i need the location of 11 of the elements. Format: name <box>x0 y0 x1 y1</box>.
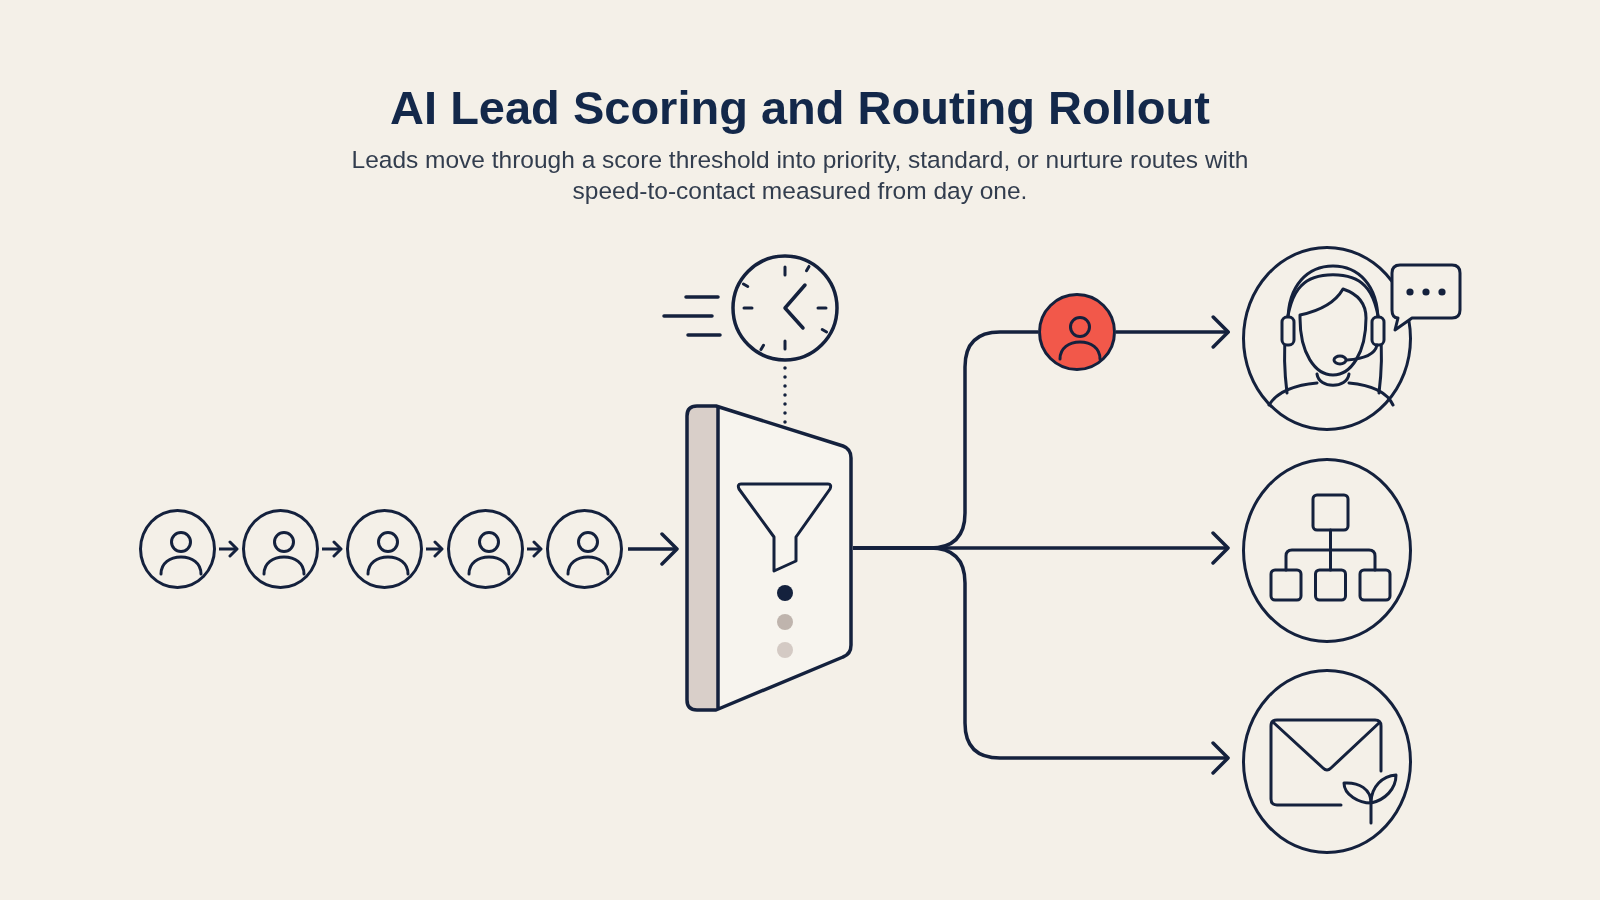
arrow <box>322 540 343 558</box>
arrow <box>219 540 239 558</box>
clock-icon <box>660 254 839 362</box>
arrow <box>628 532 679 566</box>
arrow <box>426 540 444 558</box>
arrow <box>527 540 543 558</box>
arrow <box>853 546 1230 775</box>
arrow <box>1116 315 1230 349</box>
filter-device <box>685 404 853 712</box>
title: AI Lead Scoring and Routing Rollout <box>390 81 1210 135</box>
subtitle: Leads move through a score threshold into priority, standard, or nurture routes with speed-to-contact measured from day one. <box>350 145 1250 206</box>
